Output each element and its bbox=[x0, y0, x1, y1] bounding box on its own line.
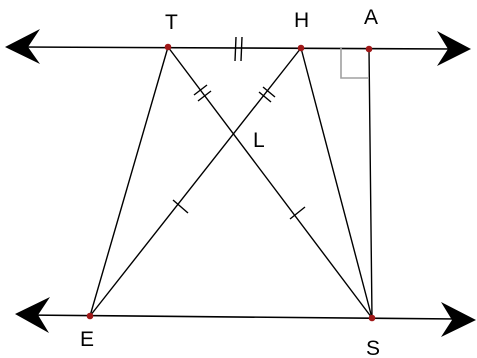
single-tick-LS bbox=[289, 206, 306, 220]
point-H bbox=[297, 44, 305, 52]
double-tick-TL bbox=[193, 84, 212, 102]
right-angle-marker bbox=[340, 48, 369, 79]
top-line bbox=[5, 29, 471, 66]
label-L: L bbox=[253, 129, 265, 152]
top-line-right-arrow bbox=[437, 31, 471, 66]
segment-AS bbox=[368, 48, 373, 319]
label-S: S bbox=[366, 337, 380, 358]
single-tick-LE bbox=[172, 199, 189, 214]
label-T: T bbox=[165, 11, 178, 34]
top-line-left-arrow bbox=[5, 29, 40, 64]
double-tick-HL bbox=[258, 86, 276, 103]
label-E: E bbox=[80, 328, 94, 351]
bottom-line bbox=[15, 297, 476, 337]
segment-HS bbox=[300, 47, 373, 319]
segment-TE bbox=[89, 46, 169, 317]
segment-HE bbox=[89, 47, 302, 317]
bottom-line-right-arrow bbox=[441, 302, 476, 337]
label-A: A bbox=[364, 6, 378, 29]
point-E bbox=[86, 312, 94, 320]
point-S bbox=[368, 314, 376, 322]
point-T bbox=[164, 43, 172, 51]
segment-TS bbox=[167, 46, 373, 319]
bottom-line-left-arrow bbox=[15, 297, 50, 333]
double-tick-TH bbox=[234, 36, 243, 62]
label-H: H bbox=[294, 9, 309, 32]
point-A bbox=[365, 45, 373, 53]
